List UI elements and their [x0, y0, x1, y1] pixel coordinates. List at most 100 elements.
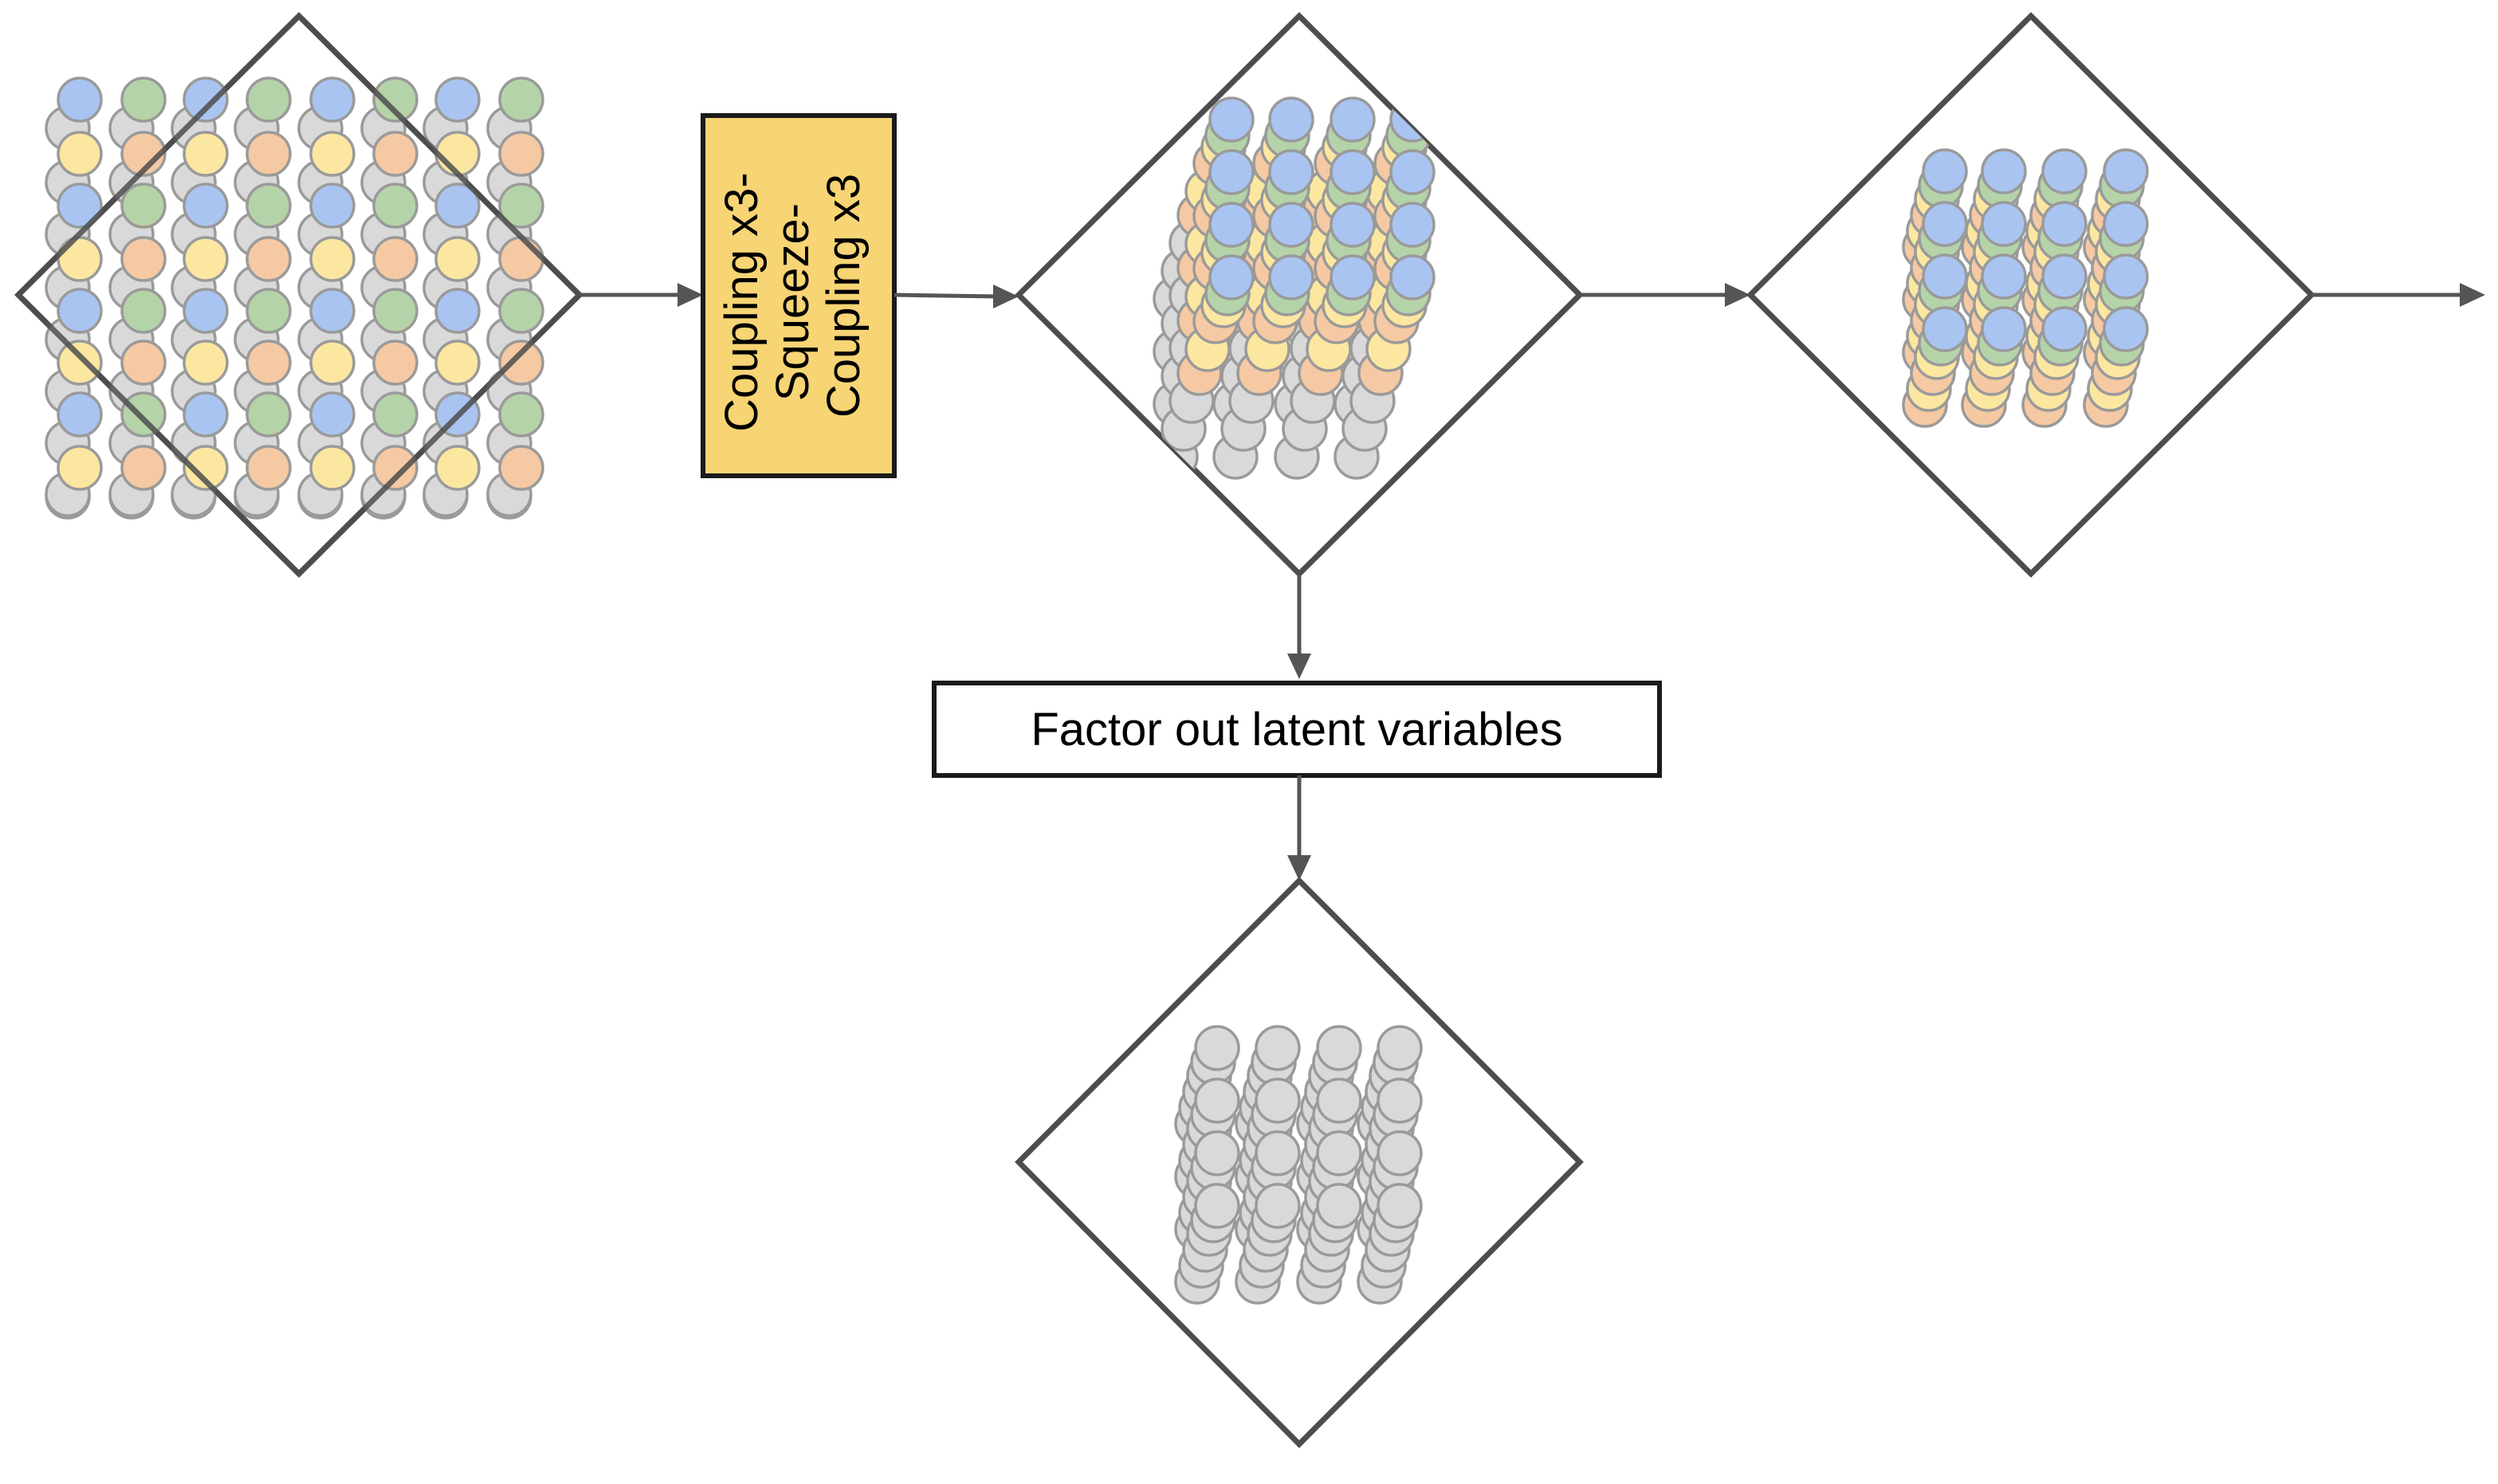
tensor-ball — [1255, 1130, 1301, 1176]
tensor-ball — [1316, 1130, 1362, 1176]
tensor-ball — [120, 340, 167, 386]
tensor-ball — [1981, 253, 2027, 300]
tensor-ball — [1208, 202, 1255, 248]
tensor-ball — [1316, 1025, 1362, 1071]
tensor-ball — [372, 391, 418, 438]
tensor-ball — [1922, 201, 1968, 247]
tensor-ball — [309, 183, 355, 229]
tensor-ball — [1981, 201, 2027, 247]
kept-diamond — [1746, 12, 2315, 578]
tensor-ball — [372, 131, 418, 177]
tensor-ball — [498, 340, 544, 386]
tensor-ball — [434, 340, 481, 386]
tensor-ball — [309, 340, 355, 386]
tensor-ball — [309, 236, 355, 282]
tensor-ball — [434, 183, 481, 229]
tensor-ball — [1194, 1025, 1240, 1071]
tensor-ball — [498, 183, 544, 229]
tensor-ball — [57, 340, 103, 386]
tensor-ball — [1208, 96, 1255, 143]
tensor-ball — [309, 77, 355, 123]
tensor-ball — [1316, 1078, 1362, 1124]
tensor-ball — [1255, 1078, 1301, 1124]
tensor-ball — [245, 340, 292, 386]
tensor-ball — [1981, 306, 2027, 352]
tensor-ball — [1377, 1130, 1423, 1176]
tensor-ball — [372, 236, 418, 282]
tensor-ball — [2103, 253, 2149, 300]
tensor-ball — [245, 445, 292, 491]
arrow-squeezed-to-next — [1580, 283, 1750, 307]
coupling-squeeze-box: Coupling x3- Squeeze- Coupling x3 — [701, 113, 897, 478]
tensor-ball — [1208, 149, 1255, 195]
tensor-ball — [372, 77, 418, 123]
tensor-ball — [183, 236, 229, 282]
tensor-ball — [309, 131, 355, 177]
tensor-ball — [245, 183, 292, 229]
tensor-ball — [1268, 96, 1314, 143]
coupling-line-1: Coupling x3- — [716, 172, 768, 432]
tensor-ball — [434, 445, 481, 491]
tensor-ball — [1377, 1183, 1423, 1229]
tensor-ball — [245, 391, 292, 438]
arrow-coupling-to-squeezed — [894, 285, 1019, 308]
tensor-ball — [2041, 201, 2088, 247]
tensor-ball — [57, 288, 103, 334]
tensor-ball — [1330, 202, 1376, 248]
latent-ball-stack — [1174, 1025, 1423, 1305]
tensor-ball — [2103, 148, 2149, 194]
tensor-ball — [120, 288, 167, 334]
input-pixel-grid — [45, 77, 544, 520]
arrow-continue-right — [2311, 283, 2485, 307]
tensor-ball — [120, 77, 167, 123]
tensor-ball — [1208, 254, 1255, 300]
tensor-ball — [372, 445, 418, 491]
tensor-ball — [245, 236, 292, 282]
tensor-ball — [57, 77, 103, 123]
tensor-ball — [120, 391, 167, 438]
tensor-ball — [498, 77, 544, 123]
squeezed-tensor-group — [1015, 12, 1584, 578]
tensor-ball — [1316, 1183, 1362, 1229]
svg-text:Coupling x3- Squeeze-: Coupling x3- Squeeze- Coupling x3 — [716, 159, 870, 432]
tensor-ball — [1330, 96, 1376, 143]
tensor-ball — [183, 77, 229, 123]
tensor-ball — [498, 445, 544, 491]
tensor-ball — [2041, 306, 2088, 352]
tensor-ball — [183, 288, 229, 334]
tensor-ball — [434, 236, 481, 282]
coupling-line-2: Squeeze- — [767, 203, 819, 401]
tensor-ball — [1194, 1078, 1240, 1124]
tensor-ball — [1389, 149, 1436, 195]
tensor-ball — [372, 340, 418, 386]
tensor-ball — [245, 288, 292, 334]
tensor-ball — [1981, 148, 2027, 194]
tensor-ball — [1255, 1183, 1301, 1229]
tensor-ball — [245, 77, 292, 123]
tensor-ball — [2103, 306, 2149, 352]
tensor-ball — [1389, 96, 1436, 143]
tensor-ball — [120, 183, 167, 229]
tensor-ball — [1268, 254, 1314, 300]
tensor-ball — [434, 77, 481, 123]
tensor-ball — [120, 445, 167, 491]
tensor-ball — [183, 340, 229, 386]
tensor-ball — [498, 288, 544, 334]
tensor-ball — [2103, 201, 2149, 247]
tensor-ball — [57, 183, 103, 229]
tensor-ball — [2041, 148, 2088, 194]
tensor-ball — [183, 391, 229, 438]
tensor-ball — [1194, 1130, 1240, 1176]
tensor-ball — [309, 288, 355, 334]
input-grid-group — [14, 12, 583, 578]
kept-tensor-group — [1746, 12, 2315, 578]
tensor-ball — [1922, 306, 1968, 352]
tensor-ball — [57, 236, 103, 282]
tensor-ball — [1377, 1025, 1423, 1071]
tensor-ball — [1922, 253, 1968, 300]
factor-out-box: Factor out latent variables — [932, 681, 1662, 778]
arrow-input-to-coupling — [579, 283, 703, 307]
tensor-ball — [2041, 253, 2088, 300]
latent-diamond — [1015, 877, 1584, 1448]
